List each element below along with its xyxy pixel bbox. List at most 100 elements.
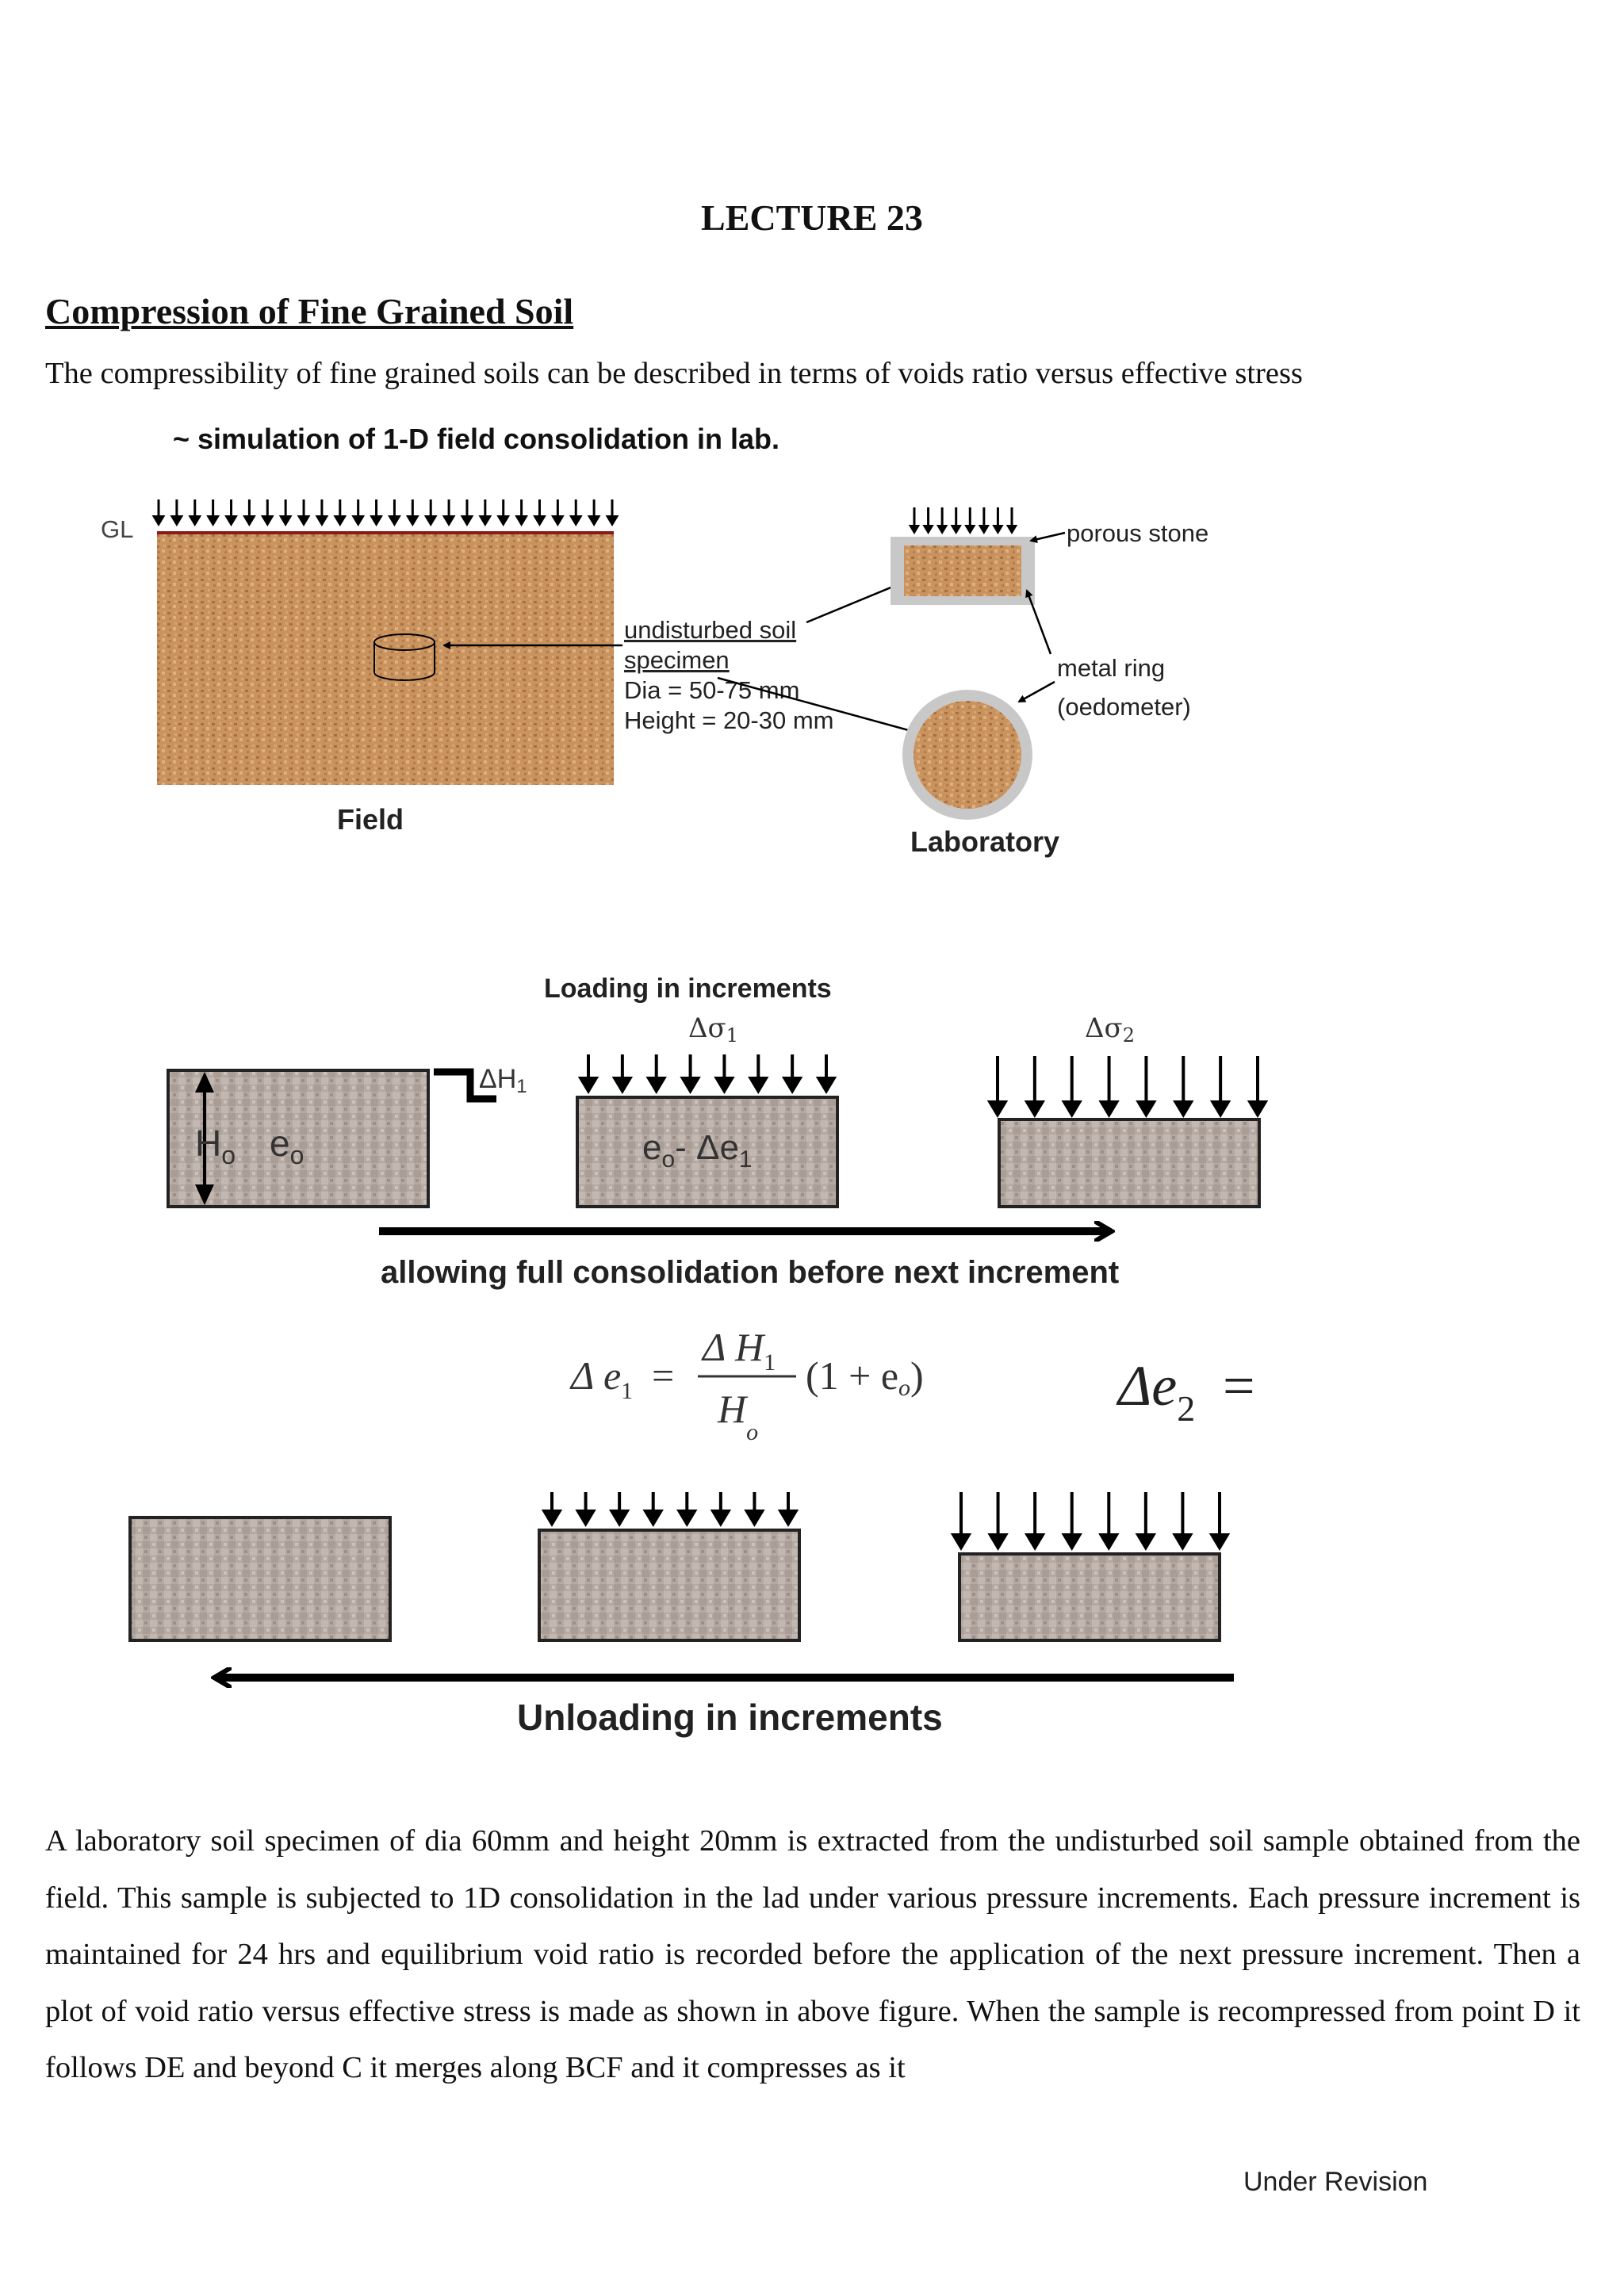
load-arrowhead — [676, 1510, 698, 1527]
load-arrowhead — [936, 525, 948, 534]
metal-ring-arrow-top — [1025, 589, 1052, 655]
load-arrowhead — [1061, 1100, 1082, 1118]
svg-text:=: = — [1223, 1354, 1255, 1418]
load-arrowhead — [645, 1077, 667, 1094]
svg-text:Δ H1: Δ H1 — [701, 1325, 776, 1376]
load-arrowhead — [1172, 1533, 1193, 1551]
specimen-after-increment-2 — [998, 1118, 1261, 1208]
unload-box2-arrows — [541, 1492, 799, 1527]
load-arrowhead — [496, 515, 511, 526]
unloading-label: Unloading in increments — [517, 1697, 943, 1738]
load-arrowhead — [405, 515, 419, 526]
load-arrowhead — [986, 1100, 1009, 1118]
load-arrowhead — [388, 515, 401, 526]
porous-stone-arrow — [1029, 531, 1066, 544]
svg-text:(1 + eo): (1 + eo) — [806, 1353, 924, 1401]
pointer-to-ring-top — [717, 676, 921, 736]
load-arrowhead — [423, 515, 438, 526]
load-arrowhead — [297, 515, 311, 526]
load-arrowhead — [370, 515, 383, 526]
load-arrowhead — [550, 515, 565, 526]
load-arrowhead — [744, 1510, 765, 1527]
unload-specimen-2 — [538, 1529, 801, 1642]
metal-ring-label: metal ring — [1057, 654, 1165, 682]
load-arrowhead — [206, 515, 220, 526]
intro-text: The compressibility of fine grained soil… — [45, 357, 1303, 390]
load-arrowhead — [460, 515, 474, 526]
load-arrowhead — [1098, 1533, 1120, 1551]
load-arrowhead — [1136, 1100, 1157, 1118]
field-load-arrows — [151, 499, 619, 526]
load-arrowhead — [777, 1510, 799, 1527]
load-arrowhead — [1209, 1100, 1231, 1118]
load-arrowhead — [224, 515, 238, 526]
load-arrowhead — [950, 525, 962, 534]
ho-arrow-down — [195, 1184, 214, 1205]
oedometer-specimen-side — [904, 545, 1021, 596]
field-sample-cylinder — [373, 633, 435, 681]
delta-sigma2: Δσ2 — [1085, 1012, 1135, 1047]
load-arrowhead — [541, 1510, 563, 1527]
load-arrowhead — [1005, 525, 1018, 534]
footer-text: Under Revision — [1243, 2167, 1428, 2197]
oedometer-specimen-plan — [914, 701, 1021, 809]
load-arrowhead — [992, 525, 1004, 534]
load-arrowhead — [608, 1510, 630, 1527]
load-arrowhead — [533, 515, 546, 526]
load-arrowhead — [680, 1077, 701, 1094]
load-arrowhead — [815, 1077, 837, 1094]
load-arrowhead — [1061, 1533, 1082, 1551]
porous-stone-label: porous stone — [1067, 519, 1208, 547]
svg-text:=: = — [652, 1353, 674, 1398]
delta-h1-label: ΔH1 — [479, 1064, 527, 1097]
body-paragraph: A laboratory soil specimen of dia 60mm a… — [45, 1824, 1580, 2084]
load-arrowhead — [515, 515, 528, 526]
consolidation-figure: ~ simulation of 1-D field consolidation … — [101, 423, 1269, 1738]
specimen-label-2: specimen — [624, 646, 730, 674]
load-arrowhead — [642, 1510, 664, 1527]
unload-specimen-1 — [128, 1516, 392, 1642]
unload-specimen-3 — [958, 1552, 1221, 1642]
load-arrowhead — [170, 515, 184, 526]
load-arrowhead — [351, 515, 366, 526]
load-arrowhead — [1173, 1100, 1194, 1118]
load-arrowhead — [151, 515, 166, 526]
svg-text:Δe2: Δe2 — [1116, 1354, 1195, 1429]
load-arrowhead — [987, 1533, 1009, 1551]
eo-label: eo — [270, 1123, 304, 1169]
figure-top-title: ~ simulation of 1-D field consolidation … — [173, 423, 779, 455]
delta-sigma1: Δσ1 — [688, 1012, 738, 1047]
loading-label: Loading in increments — [544, 974, 832, 1004]
metal-ring-arrow-bottom — [1017, 680, 1055, 703]
load-arrowhead — [577, 1077, 599, 1094]
svg-text:Ho: Ho — [717, 1387, 758, 1445]
load-arrowhead — [781, 1077, 803, 1094]
load-arrowhead — [964, 525, 976, 534]
laboratory-label: Laboratory — [910, 825, 1059, 858]
unload-box3-arrows — [950, 1492, 1231, 1551]
load-arrowhead — [922, 525, 934, 534]
load-arrowhead — [260, 515, 274, 526]
allowing-label: allowing full consolidation before next … — [381, 1255, 1119, 1290]
load-arrowhead — [710, 1510, 732, 1527]
load-arrowhead — [748, 1077, 769, 1094]
load-arrowhead — [950, 1533, 972, 1551]
load-arrowhead — [278, 515, 293, 526]
load-arrowhead — [478, 515, 492, 526]
field-label: Field — [337, 803, 404, 836]
load-arrowhead — [1024, 1533, 1046, 1551]
specimen-dia: Dia = 50-75 mm — [624, 676, 799, 704]
load-arrowhead — [442, 515, 456, 526]
field-soil-block — [157, 531, 614, 785]
oedometer-label: (oedometer) — [1057, 693, 1191, 721]
specimen-height: Height = 20-30 mm — [624, 706, 833, 734]
load-arrowhead — [1098, 1100, 1120, 1118]
load-arrowhead — [908, 525, 921, 534]
svg-text:Δ e1: Δ e1 — [569, 1353, 633, 1404]
ho-label: Ho — [195, 1123, 236, 1169]
load-arrowhead — [1208, 1533, 1231, 1551]
load-arrowhead — [333, 515, 347, 526]
load-arrowhead — [978, 525, 990, 534]
load-arrowhead — [605, 515, 619, 526]
load-arrowhead — [611, 1077, 634, 1094]
